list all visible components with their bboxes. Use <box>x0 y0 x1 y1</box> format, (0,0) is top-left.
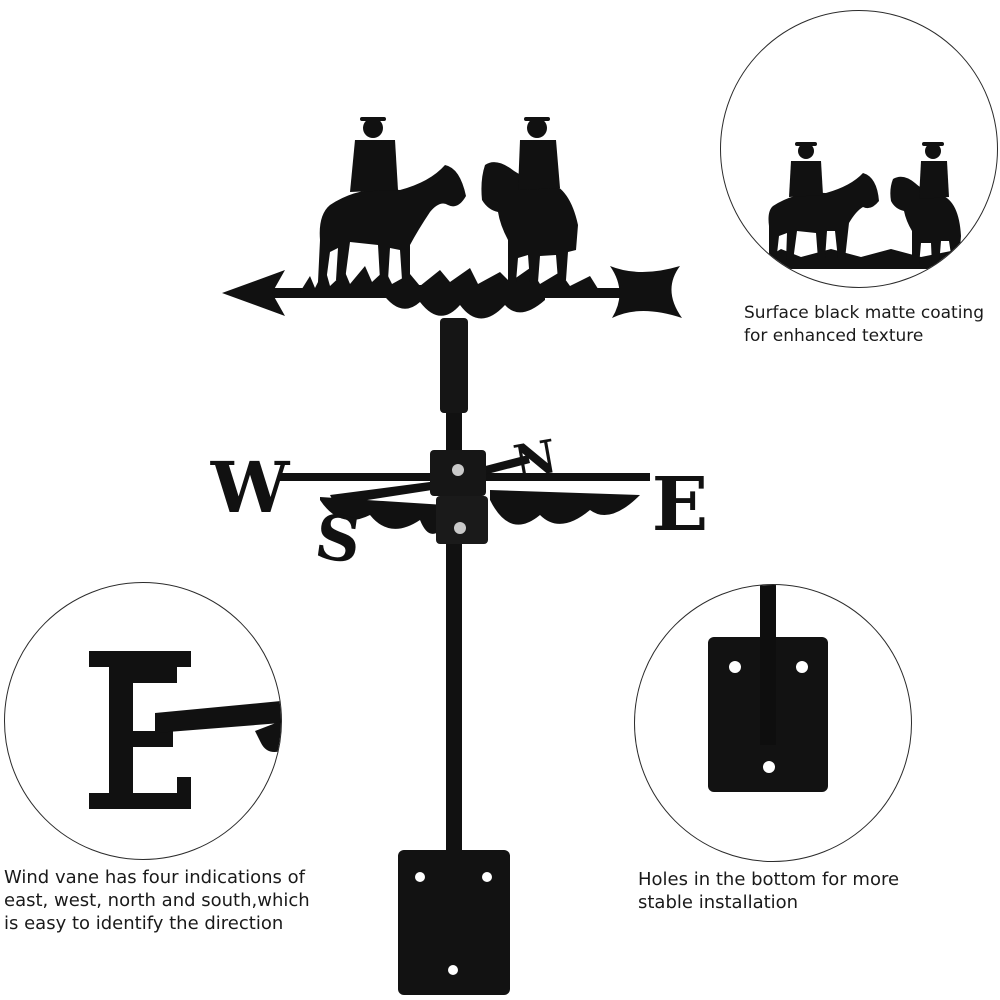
detail-circle-riders <box>720 10 998 288</box>
compass-letter-east: E <box>652 462 708 548</box>
base-plate <box>398 850 510 995</box>
caption-mounting-holes: Holes in the bottom for more stable inst… <box>638 869 900 913</box>
left-horse-rider-silhouette <box>318 117 466 282</box>
caption-matte-coating: Surface black matte coating for enhanced… <box>744 303 984 346</box>
grass-silhouette <box>300 266 600 292</box>
arrow-pointer <box>222 266 682 319</box>
compass-letter-north: N <box>510 429 561 489</box>
center-bracket <box>430 450 488 544</box>
detail-circle-base-plate <box>634 584 912 862</box>
detail-circle-compass-letter <box>4 582 282 860</box>
compass-letter-south: S <box>311 499 366 578</box>
pole-sleeve <box>440 318 468 413</box>
base-plate-closeup-illustration <box>708 585 828 792</box>
caption-four-directions: Wind vane has four indications of east, … <box>4 867 310 934</box>
riders-closeup-illustration <box>761 142 971 269</box>
compass-letter-west: W <box>210 446 291 529</box>
compass-letter-closeup-illustration <box>89 651 281 809</box>
right-horse-rider-silhouette <box>481 117 578 282</box>
